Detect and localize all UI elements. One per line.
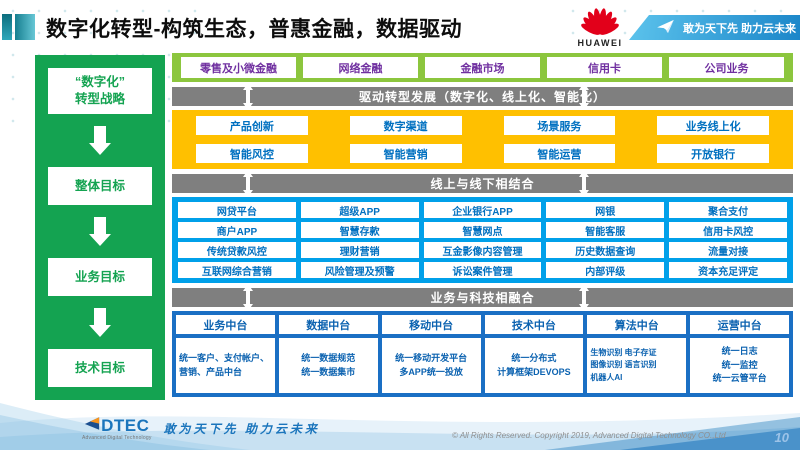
business-cell: 网络金融 <box>303 57 418 78</box>
updown-arrow-icon <box>243 284 254 311</box>
capability-cell: 数字渠道 <box>349 116 462 135</box>
paper-plane-icon <box>656 19 675 37</box>
dtec-logo: DTEC Advanced Digital Technology <box>82 416 152 441</box>
application-cell: 理财营销 <box>300 242 419 258</box>
application-cell: 互联网综合营销 <box>178 262 296 278</box>
footer-slogan: 敢为天下先 助力云未来 <box>163 422 320 436</box>
platform-items: 统一客户、支付帐户、营销、产品中台 <box>176 338 275 393</box>
platform-items: 统一移动开发平台 多APP统一投放 <box>381 338 481 393</box>
content-panel: 零售及小微金融 网络金融 金融市场 信用卡 公司业务 驱动转型发展（数字化、线上… <box>172 53 793 397</box>
platform-column-business: 业务中台 统一客户、支付帐户、营销、产品中台 <box>176 315 275 393</box>
platform-title: 技术中台 <box>484 315 584 334</box>
updown-arrow-icon <box>578 284 589 311</box>
updown-arrow-icon <box>578 83 589 110</box>
banner-label: 业务与科技相融合 <box>430 291 535 305</box>
dtec-arrow-icon <box>84 416 100 435</box>
down-arrow-icon <box>89 308 111 337</box>
banner-label: 线上与线下相结合 <box>430 177 535 191</box>
page-number: 10 <box>774 430 789 445</box>
down-arrow-icon <box>89 217 111 246</box>
banner-business-tech: 业务与科技相融合 <box>172 284 793 311</box>
strategy-sidebar: “数字化” 转型战略 整体目标 业务目标 技术目标 <box>35 55 165 400</box>
platform-column-mobile: 移动中台 统一移动开发平台 多APP统一投放 <box>381 315 481 393</box>
application-cell: 互金影像内容管理 <box>423 242 542 258</box>
application-cell: 网贷平台 <box>178 202 296 218</box>
sidebar-item-digital-strategy: “数字化” 转型战略 <box>48 68 152 114</box>
platform-items: 统一日志 统一监控 统一云管平台 <box>690 338 789 393</box>
title-accent-bar2 <box>15 14 35 40</box>
sidebar-item-overall-goal: 整体目标 <box>48 167 152 205</box>
application-cell: 商户APP <box>178 222 296 238</box>
capability-cell: 产品创新 <box>196 116 308 135</box>
platform-column-data: 数据中台 统一数据规范 统一数据集市 <box>278 315 378 393</box>
application-cell: 信用卡风控 <box>669 222 787 238</box>
platform-title: 运营中台 <box>690 315 789 334</box>
application-cell: 聚合支付 <box>669 202 787 218</box>
dtec-subtitle: Advanced Digital Technology <box>82 435 152 441</box>
banner-label: 驱动转型发展（数字化、线上化、智能化） <box>358 90 606 104</box>
updown-arrow-icon <box>578 170 589 197</box>
platform-items: 统一数据规范 统一数据集市 <box>278 338 378 393</box>
capability-cell: 开放银行 <box>657 144 769 163</box>
business-cell: 金融市场 <box>425 57 540 78</box>
capability-cell: 业务线上化 <box>657 116 769 135</box>
platform-column-operation: 运营中台 统一日志 统一监控 统一云管平台 <box>690 315 789 393</box>
huawei-wordmark: HUAWEI <box>577 38 623 48</box>
sidebar-item-tech-goal: 技术目标 <box>48 349 152 387</box>
platform-items: 生物识别 电子存证 图像识别 语言识别 机器人AI <box>587 338 687 393</box>
application-cell: 传统贷款风控 <box>178 242 296 258</box>
application-cell: 智慧网点 <box>423 222 542 238</box>
platform-column-algorithm: 算法中台 生物识别 电子存证 图像识别 语言识别 机器人AI <box>587 315 687 393</box>
application-cell: 资本充足评定 <box>669 262 787 278</box>
application-cell: 超级APP <box>300 202 419 218</box>
capability-cell: 智能营销 <box>349 144 462 163</box>
banner-online-offline: 线上与线下相结合 <box>172 170 793 197</box>
huawei-logo: HUAWEI <box>571 3 629 48</box>
business-cell: 信用卡 <box>547 57 662 78</box>
copyright-text: © All Rights Reserved. Copyright 2019, A… <box>452 431 726 440</box>
platform-title: 算法中台 <box>587 315 687 334</box>
platform-title: 业务中台 <box>176 315 275 334</box>
digital-capability-grid: 产品创新 数字渠道 场景服务 业务线上化 智能风控 智能营销 智能运营 开放银行 <box>172 110 793 169</box>
dtec-wordmark: DTEC <box>101 416 150 435</box>
platform-title: 移动中台 <box>381 315 481 334</box>
platform-items: 统一分布式 计算框架DEVOPS <box>484 338 584 393</box>
platform-column-tech: 技术中台 统一分布式 计算框架DEVOPS <box>484 315 584 393</box>
capability-cell: 智能运营 <box>503 144 616 163</box>
application-cell: 历史数据查询 <box>546 242 665 258</box>
application-cell: 风险管理及预警 <box>300 262 419 278</box>
application-cell: 企业银行APP <box>423 202 542 218</box>
application-cell: 智能客服 <box>546 222 665 238</box>
capability-cell: 场景服务 <box>503 116 616 135</box>
business-line-row: 零售及小微金融 网络金融 金融市场 信用卡 公司业务 <box>172 53 793 82</box>
page-title: 数字化转型-构筑生态，普惠金融，数据驱动 <box>46 18 462 41</box>
application-cell: 流量对接 <box>669 242 787 258</box>
application-cell: 网银 <box>546 202 665 218</box>
business-cell: 零售及小微金融 <box>181 57 296 78</box>
banner-drive-transformation: 驱动转型发展（数字化、线上化、智能化） <box>172 83 793 110</box>
application-cell: 内部评级 <box>546 262 665 278</box>
application-grid: 网贷平台 超级APP 企业银行APP 网银 聚合支付 商户APP 智慧存款 智慧… <box>172 197 793 283</box>
header-slogan-banner: 敢为天下先 助力云未来 <box>629 15 800 40</box>
application-cell: 智慧存款 <box>300 222 419 238</box>
footer-brand: DTEC Advanced Digital Technology 敢为天下先 助… <box>82 416 320 441</box>
application-cell: 诉讼案件管理 <box>423 262 542 278</box>
header-slogan-text: 敢为天下先 助力云未来 <box>683 22 797 35</box>
updown-arrow-icon <box>243 83 254 110</box>
business-cell: 公司业务 <box>669 57 784 78</box>
platform-grid: 业务中台 统一客户、支付帐户、营销、产品中台 数据中台 统一数据规范 统一数据集… <box>172 311 793 397</box>
sidebar-item-business-goal: 业务目标 <box>48 258 152 296</box>
huawei-flower-icon <box>579 8 621 39</box>
platform-title: 数据中台 <box>278 315 378 334</box>
capability-cell: 智能风控 <box>196 144 308 163</box>
title-accent-bar <box>2 14 12 40</box>
updown-arrow-icon <box>243 170 254 197</box>
down-arrow-icon <box>89 126 111 155</box>
